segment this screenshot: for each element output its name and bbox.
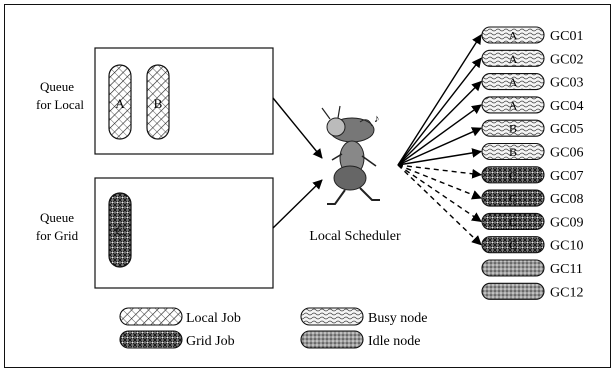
node-links bbox=[398, 35, 481, 245]
node-id-gc09: GC09 bbox=[550, 215, 583, 230]
local-job-a: A bbox=[109, 65, 131, 139]
local-queue: Queue for Local A B bbox=[36, 48, 273, 154]
node-job-gc10: C bbox=[509, 238, 517, 252]
link-gc04 bbox=[398, 105, 481, 165]
local-job-a-label: A bbox=[115, 96, 125, 111]
node-id-gc08: GC08 bbox=[550, 192, 583, 207]
node-pill-gc11 bbox=[482, 260, 544, 276]
music-note-icon: ♪ bbox=[374, 113, 380, 125]
node-job-gc09: C bbox=[509, 215, 517, 229]
grid-queue-label-line1: Queue bbox=[40, 210, 74, 225]
grid-job-c-label: C bbox=[116, 223, 125, 238]
legend-idle-node-label: Idle node bbox=[368, 334, 420, 349]
node-gc11: GC11 bbox=[482, 260, 583, 277]
local-queue-label-line2: for Local bbox=[36, 97, 84, 112]
scheduler-ant-icon: ♪ bbox=[322, 106, 380, 204]
node-gc04: A GC04 bbox=[482, 97, 583, 114]
legend-local-job: Local Job bbox=[120, 308, 241, 326]
node-job-gc07: C bbox=[509, 168, 517, 182]
local-queue-arrow bbox=[273, 98, 322, 158]
node-id-gc02: GC02 bbox=[550, 52, 583, 67]
scheduler-label: Local Scheduler bbox=[309, 229, 401, 244]
node-id-gc01: GC01 bbox=[550, 29, 583, 44]
grid-queue-label-line2: for Grid bbox=[36, 228, 79, 243]
link-gc06 bbox=[398, 152, 481, 166]
link-gc03 bbox=[398, 82, 481, 165]
legend-busy-node: Busy node bbox=[301, 308, 428, 326]
node-job-gc03: A bbox=[509, 75, 518, 89]
node-id-gc05: GC05 bbox=[550, 122, 583, 137]
node-gc01: A GC01 bbox=[482, 27, 583, 44]
node-gc09: C GC09 bbox=[482, 213, 583, 230]
local-job-b: B bbox=[147, 65, 169, 139]
local-queue-label-line1: Queue bbox=[40, 79, 74, 94]
node-gc05: B GC05 bbox=[482, 120, 583, 137]
legend-local-job-label: Local Job bbox=[186, 311, 241, 326]
legend-idle-node: Idle node bbox=[301, 331, 420, 349]
node-job-gc04: A bbox=[509, 98, 518, 112]
node-id-gc12: GC12 bbox=[550, 285, 583, 300]
node-gc07: C GC07 bbox=[482, 167, 583, 184]
link-gc08 bbox=[398, 165, 481, 198]
node-job-gc08: C bbox=[509, 192, 517, 206]
node-job-gc06: B bbox=[509, 145, 517, 159]
node-id-gc03: GC03 bbox=[550, 76, 583, 91]
legend: Local Job Grid Job Busy node Idle node bbox=[120, 308, 428, 349]
grid-queue: Queue for Grid C bbox=[36, 178, 273, 288]
link-gc02 bbox=[398, 58, 481, 165]
legend-grid-job-label: Grid Job bbox=[186, 334, 235, 349]
node-gc06: B GC06 bbox=[482, 144, 583, 161]
node-id-gc10: GC10 bbox=[550, 239, 583, 254]
grid-queue-arrow bbox=[273, 180, 322, 228]
node-pill-gc12 bbox=[482, 283, 544, 299]
node-id-gc04: GC04 bbox=[550, 99, 583, 114]
node-gc10: C GC10 bbox=[482, 237, 583, 254]
node-id-gc06: GC06 bbox=[550, 146, 583, 161]
local-job-b-label: B bbox=[154, 96, 163, 111]
node-gc03: A GC03 bbox=[482, 74, 583, 91]
node-job-gc05: B bbox=[509, 122, 517, 136]
node-gc02: A GC02 bbox=[482, 50, 583, 67]
link-gc01 bbox=[398, 35, 481, 165]
grid-job-c: C bbox=[109, 193, 131, 267]
node-gc12: GC12 bbox=[482, 283, 583, 300]
link-gc10 bbox=[398, 165, 481, 245]
legend-grid-job: Grid Job bbox=[120, 331, 235, 349]
node-job-gc01: A bbox=[509, 29, 518, 43]
node-id-gc11: GC11 bbox=[550, 262, 583, 277]
node-job-gc02: A bbox=[509, 52, 518, 66]
node-id-gc07: GC07 bbox=[550, 169, 583, 184]
node-gc08: C GC08 bbox=[482, 190, 583, 207]
legend-busy-node-label: Busy node bbox=[368, 311, 428, 326]
